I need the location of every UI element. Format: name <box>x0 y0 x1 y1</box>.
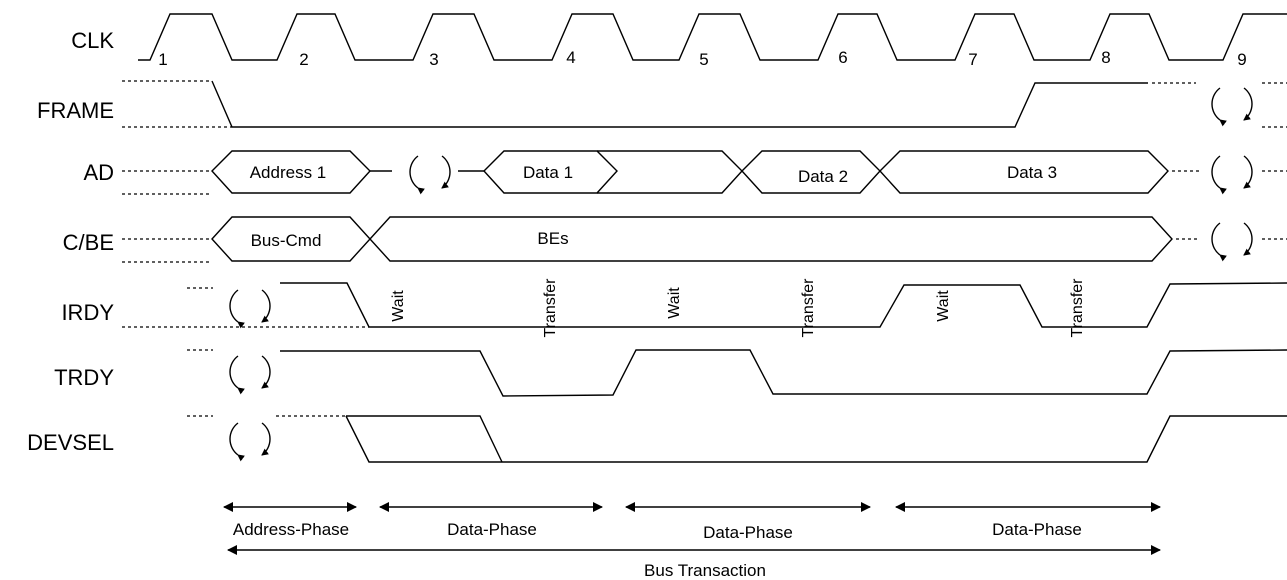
ad-data1-text: Data 1 <box>523 163 573 182</box>
cbe-bus: Bus-Cmd BEs <box>122 216 1287 263</box>
irdy-transfer-1: Transfer <box>542 278 559 338</box>
data-phase-text-1: Data-Phase <box>447 520 537 539</box>
irdy-wait-2: Wait <box>666 287 683 319</box>
turnaround-icon <box>409 155 451 195</box>
clk-trace <box>138 13 1287 61</box>
trdy-waveform <box>187 349 1287 397</box>
irdy-transfer-2: Transfer <box>800 278 817 338</box>
cycle-number: 9 <box>1237 50 1246 69</box>
ad-address-text: Address 1 <box>250 163 327 182</box>
cycle-number: 3 <box>429 50 438 69</box>
cycle-number: 1 <box>158 50 167 69</box>
data-phase-text-2: Data-Phase <box>703 523 793 542</box>
turnaround-icon <box>229 289 271 329</box>
turnaround-icon <box>229 355 271 395</box>
cycle-number: 8 <box>1101 48 1110 67</box>
devsel-label: DEVSEL <box>27 430 114 455</box>
irdy-waveform: Wait Transfer Wait Transfer Wait Transfe… <box>122 278 1287 338</box>
cycle-number: 7 <box>968 50 977 69</box>
turnaround-icon <box>1211 222 1253 262</box>
ad-data-box-1 <box>483 150 618 194</box>
ad-label: AD <box>83 160 114 185</box>
address-phase-text: Address-Phase <box>233 520 349 539</box>
cycle-number: 2 <box>299 50 308 69</box>
frame-waveform <box>122 80 1287 128</box>
signal-labels: CLK FRAME AD C/BE IRDY TRDY DEVSEL <box>27 28 114 455</box>
irdy-wait-1: Wait <box>390 290 407 322</box>
devsel-waveform <box>187 415 1287 463</box>
ad-data3-text: Data 3 <box>1007 163 1057 182</box>
turnaround-icon <box>1211 155 1253 195</box>
ad-data2-text: Data 2 <box>798 167 848 186</box>
cbe-cmd-text: Bus-Cmd <box>251 231 322 250</box>
bus-transaction-text: Bus Transaction <box>644 561 766 580</box>
cycle-number: 4 <box>566 48 575 67</box>
clk-label: CLK <box>71 28 114 53</box>
irdy-label: IRDY <box>61 300 114 325</box>
clk-waveform: 1 2 3 4 5 6 7 8 9 <box>138 13 1287 69</box>
cycle-number: 6 <box>838 48 847 67</box>
turnaround-icon <box>1211 87 1253 127</box>
cbe-bes-text: BEs <box>537 229 568 248</box>
data-phase-text-3: Data-Phase <box>992 520 1082 539</box>
cbe-label: C/BE <box>63 230 114 255</box>
cycle-numbers: 1 2 3 4 5 6 7 8 9 <box>158 48 1246 69</box>
frame-label: FRAME <box>37 98 114 123</box>
irdy-wait-3: Wait <box>935 290 952 322</box>
phase-arrows: Address-Phase Data-Phase Data-Phase Data… <box>223 502 1161 580</box>
cbe-bes-box <box>369 216 1173 262</box>
turnaround-icons <box>229 87 1253 462</box>
trdy-label: TRDY <box>54 365 114 390</box>
turnaround-icon <box>229 422 271 462</box>
ad-data-box-3 <box>879 150 1169 194</box>
cycle-number: 5 <box>699 50 708 69</box>
ad-bus: Address 1 Data 1 Data 2 Data 3 <box>122 150 1287 195</box>
irdy-transfer-3: Transfer <box>1069 278 1086 338</box>
